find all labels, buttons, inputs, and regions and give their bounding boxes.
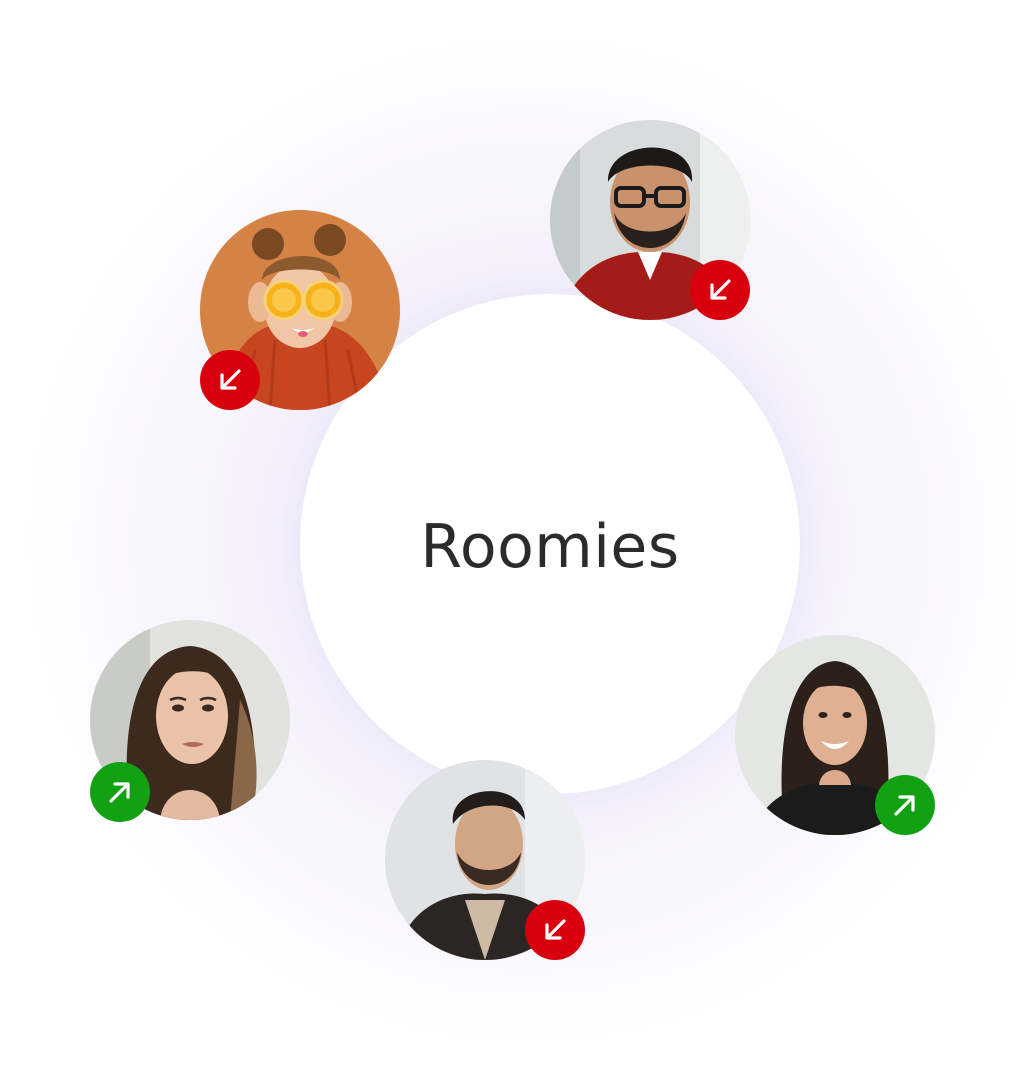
outgoing-badge[interactable] (90, 762, 150, 822)
member-orange-girl[interactable] (200, 210, 400, 410)
member-glasses-man[interactable] (550, 120, 750, 320)
group-title: Roomies (420, 512, 680, 582)
member-bearded-man[interactable] (385, 760, 585, 960)
arrow-up-right-icon (109, 782, 130, 803)
member-long-hair-woman[interactable] (90, 620, 290, 822)
outgoing-badge[interactable] (875, 775, 935, 835)
avatar[interactable] (90, 620, 290, 820)
arrow-down-left-icon (545, 919, 566, 940)
arrow-up-right-icon (894, 795, 915, 816)
group-hub[interactable]: Roomies (300, 294, 800, 794)
member-smiling-woman[interactable] (735, 635, 935, 835)
incoming-badge[interactable] (525, 900, 585, 960)
arrow-down-left-icon (710, 279, 731, 300)
avatar[interactable] (735, 635, 935, 835)
incoming-badge[interactable] (690, 260, 750, 320)
incoming-badge[interactable] (200, 350, 260, 410)
arrow-down-left-icon (220, 369, 241, 390)
